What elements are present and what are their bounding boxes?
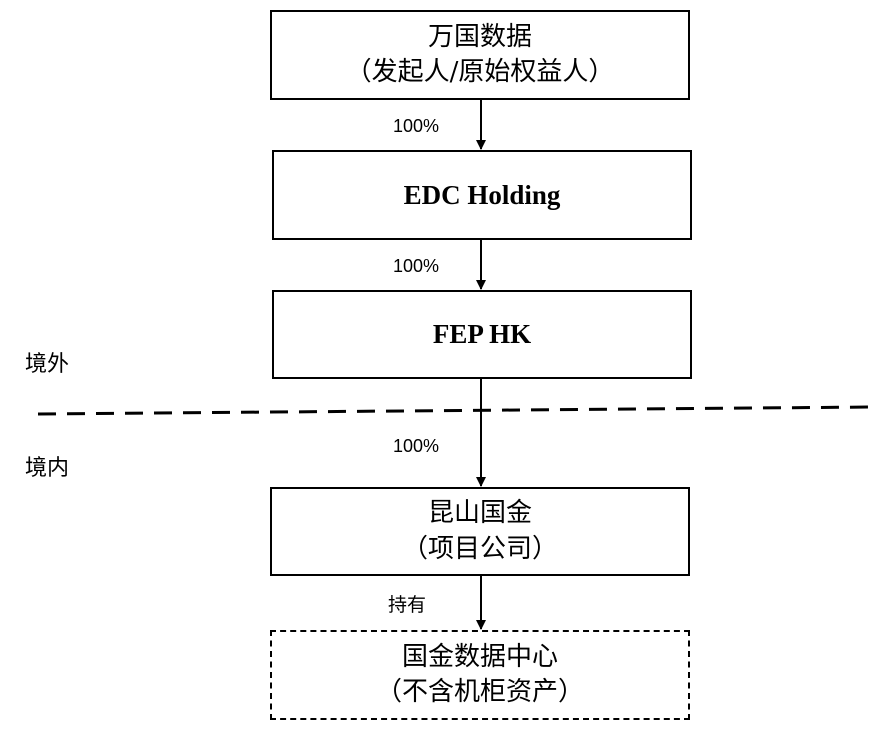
node-kunshan-title: 昆山国金 [427,498,532,529]
region-label-offshore: 境外 [25,352,70,377]
region-label-onshore: 境内 [25,456,70,481]
edge-label-fep-kunshan: 100% [393,436,440,456]
edge-label-wanguo-edc: 100% [393,116,440,136]
node-datacenter-subtitle: （不含机柜资产） [375,677,584,707]
edge-label-edc-fep: 100% [393,256,440,276]
node-wanguo: 万国数据 （发起人/原始权益人） [270,10,690,100]
node-kunshan-subtitle: （项目公司） [401,533,558,564]
border-divider-line [37,405,876,416]
node-edc-holding: EDC Holding [272,150,692,240]
node-datacenter-title: 国金数据中心 [401,641,558,672]
node-kunshan: 昆山国金 （项目公司） [270,487,690,576]
node-fep-hk: FEP HK [272,290,692,379]
node-edc-holding-title: EDC Holding [403,179,561,210]
node-datacenter: 国金数据中心 （不含机柜资产） [270,630,690,720]
node-wanguo-title: 万国数据 [427,21,532,52]
node-wanguo-subtitle: （发起人/原始权益人） [345,57,615,87]
edge-label-kunshan-datacenter: 持有 [388,594,427,616]
node-fep-hk-title: FEP HK [432,319,532,350]
